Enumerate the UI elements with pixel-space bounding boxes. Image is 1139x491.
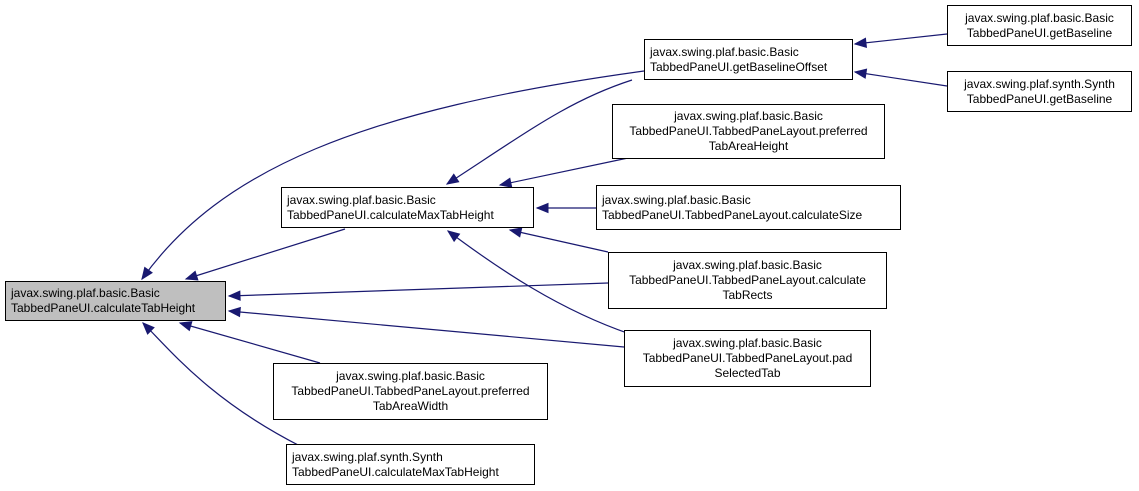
edge-preferredTabAreaWidth-to-calculateTabHeight: [179, 322, 321, 364]
node-label-line: javax.swing.plaf.basic.Basic: [336, 369, 485, 383]
node-label-line: TabbedPaneUI.getBaselineOffset: [650, 59, 828, 74]
edge-basicGetBaseline-to-getBaselineOffset: [854, 33, 948, 45]
edge-getBaselineOffset-to-calculateMaxTabHeight: [446, 79, 633, 185]
arrowhead: [445, 173, 460, 185]
node-label-line: TabbedPaneUI.TabbedPaneLayout.preferred: [291, 384, 530, 398]
arrowhead: [446, 230, 461, 243]
node-basic-get-baseline[interactable]: javax.swing.plaf.basic.Basic TabbedPaneU…: [947, 5, 1132, 46]
node-get-baseline-offset[interactable]: javax.swing.plaf.basic.Basic TabbedPaneU…: [644, 39, 853, 80]
node-label-line: TabbedPaneUI.getBaseline: [966, 91, 1113, 106]
edge-padSelectedTab-to-calculateTabHeight: [228, 310, 625, 348]
arrowhead: [535, 202, 549, 214]
node-label-line: javax.swing.plaf.basic.Basic: [674, 109, 823, 123]
node-label-line: javax.swing.plaf.synth.Synth: [964, 76, 1115, 91]
arrowhead: [184, 270, 199, 281]
arrowhead: [227, 306, 241, 318]
edge-preferredTabAreaHeight-to-calculateMaxTabHeight: [499, 157, 629, 186]
node-label-line: TabbedPaneUI.getBaseline: [966, 25, 1113, 40]
node-label-line: TabbedPaneUI.calculateMaxTabHeight: [292, 464, 499, 479]
node-label-line: TabbedPaneUI.TabbedPaneLayout.calculateS…: [602, 207, 863, 222]
node-calculate-tab-height: javax.swing.plaf.basic.Basic TabbedPaneU…: [5, 281, 226, 321]
node-calculate-tab-rects[interactable]: javax.swing.plaf.basic.Basic TabbedPaneU…: [608, 252, 887, 309]
arrowhead: [227, 290, 241, 301]
arrowhead: [508, 227, 523, 238]
arrowhead: [853, 37, 867, 48]
edge-synthGetBaseline-to-getBaselineOffset: [854, 71, 948, 87]
edge-calculateTabRects-to-calculateMaxTabHeight: [509, 229, 609, 253]
node-preferred-tab-area-width[interactable]: javax.swing.plaf.basic.Basic TabbedPaneU…: [273, 363, 548, 420]
node-label-line: javax.swing.plaf.basic.Basic: [650, 44, 799, 59]
node-pad-selected-tab[interactable]: javax.swing.plaf.basic.Basic TabbedPaneU…: [624, 330, 871, 387]
arrowhead: [498, 177, 513, 188]
node-preferred-tab-area-height[interactable]: javax.swing.plaf.basic.Basic TabbedPaneU…: [612, 104, 885, 159]
node-label-line: TabbedPaneUI.TabbedPaneLayout.calculate: [629, 273, 866, 287]
arrowhead: [141, 266, 153, 281]
node-label-line: SelectedTab: [714, 366, 781, 380]
node-label-line: TabbedPaneUI.calculateMaxTabHeight: [287, 207, 494, 222]
node-label-line: javax.swing.plaf.basic.Basic: [287, 192, 436, 207]
node-synth-get-baseline[interactable]: javax.swing.plaf.synth.Synth TabbedPaneU…: [947, 71, 1132, 112]
node-synth-calculate-max-tab-height[interactable]: javax.swing.plaf.synth.Synth TabbedPaneU…: [286, 444, 535, 485]
arrowhead: [142, 322, 155, 335]
node-label-line: TabAreaHeight: [708, 139, 789, 153]
edge-getBaselineOffset-to-calculateTabHeight: [141, 70, 645, 280]
edge-padSelectedTab-to-calculateMaxTabHeight: [447, 230, 631, 335]
edge-calculateTabRects-to-calculateTabHeight: [228, 282, 609, 297]
arrowhead: [853, 68, 868, 79]
node-label-line: javax.swing.plaf.basic.Basic: [965, 10, 1114, 25]
arrowhead: [178, 321, 193, 332]
node-label-line: javax.swing.plaf.basic.Basic: [11, 286, 160, 300]
node-label-line: javax.swing.plaf.basic.Basic: [673, 258, 822, 272]
node-label-line: TabAreaWidth: [372, 399, 449, 413]
node-label-line: TabRects: [722, 288, 773, 302]
node-calculate-max-tab-height[interactable]: javax.swing.plaf.basic.Basic TabbedPaneU…: [281, 187, 534, 228]
edge-calculateMaxTabHeight-to-calculateTabHeight: [185, 228, 346, 280]
node-label-line: javax.swing.plaf.basic.Basic: [673, 336, 822, 350]
node-label-line: javax.swing.plaf.basic.Basic: [602, 192, 751, 207]
node-label-line: TabbedPaneUI.calculateTabHeight: [11, 301, 196, 315]
node-label-line: javax.swing.plaf.synth.Synth: [292, 449, 443, 464]
node-label-line: TabbedPaneUI.TabbedPaneLayout.pad: [642, 351, 853, 365]
node-label-line: TabbedPaneUI.TabbedPaneLayout.preferred: [629, 124, 868, 138]
node-calculate-size[interactable]: javax.swing.plaf.basic.Basic TabbedPaneU…: [596, 185, 901, 230]
edge-synthCalculateMaxTabHeight-to-calculateTabHeight: [142, 322, 301, 447]
